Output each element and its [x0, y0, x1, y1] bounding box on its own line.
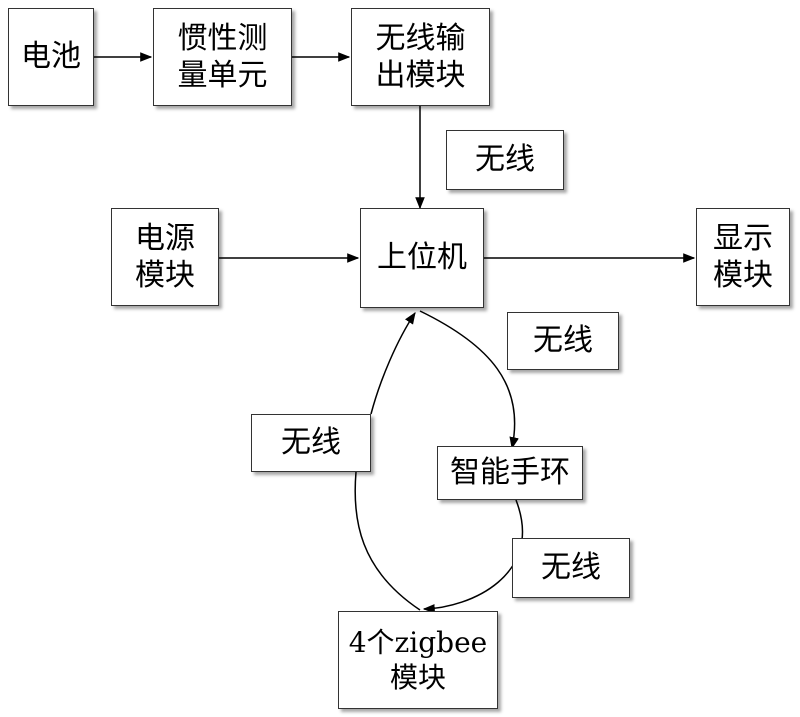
wireless-output-node: 无线输 出模块	[351, 8, 490, 106]
host-node: 上位机	[360, 208, 484, 308]
zigbee-node: 4个zigbee 模块	[338, 611, 498, 709]
imu-node: 惯性测 量单元	[153, 8, 292, 106]
arrow-wristband-to-zigbee	[422, 499, 524, 614]
wireless-label-right: 无线	[507, 312, 619, 370]
wireless-label-top: 无线	[446, 130, 564, 190]
display-node: 显示 模块	[696, 208, 790, 306]
wristband-node: 智能手环	[437, 446, 583, 500]
arrow-host-to-wristband	[419, 310, 519, 450]
wireless-label-left: 无线	[251, 414, 371, 472]
power-module-node: 电源 模块	[111, 208, 219, 306]
wireless-label-bottom: 无线	[512, 538, 630, 598]
battery-node: 电池	[8, 8, 94, 106]
arrow-zigbee-to-host	[354, 313, 420, 611]
